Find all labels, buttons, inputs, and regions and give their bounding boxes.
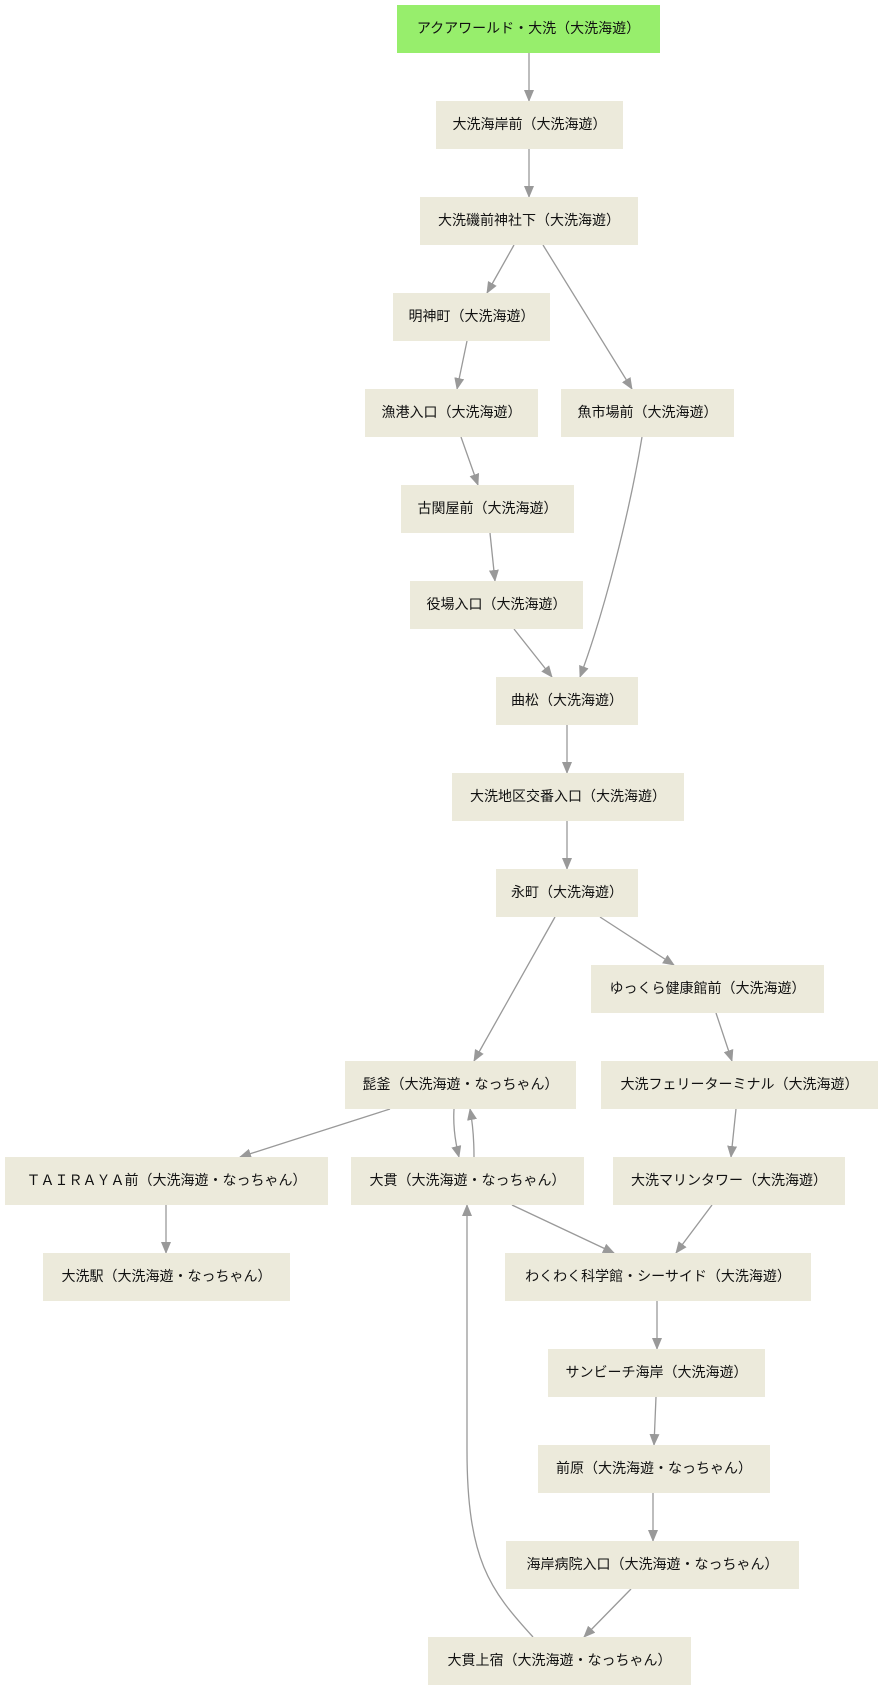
stop-label: 古関屋前（大洗海遊） <box>418 500 558 517</box>
edge-n11-to-n13 <box>473 916 556 1062</box>
edge-n13-to-n16 <box>451 1108 462 1158</box>
stop-node: ゆっくら健康館前（大洗海遊） <box>591 965 824 1013</box>
stop-node-box <box>351 1157 584 1205</box>
stop-node: 海岸病院入口（大洗海遊・なっちゃん） <box>506 1541 799 1589</box>
edge-n23-to-n16 <box>462 1204 534 1638</box>
edge-n14-to-n17 <box>727 1108 738 1158</box>
edge-n17-to-n19 <box>675 1204 713 1254</box>
stop-node: 髭釜（大洗海遊・なっちゃん） <box>345 1061 576 1109</box>
stop-label: 曲松（大洗海遊） <box>511 693 623 709</box>
stop-label: 大洗地区交番入口（大洗海遊） <box>470 788 666 805</box>
stop-node-box <box>591 965 824 1013</box>
edge-n11-to-n12 <box>599 916 675 966</box>
stop-label: 役場入口（大洗海遊） <box>427 597 567 613</box>
stop-node-box <box>506 1541 799 1589</box>
stop-node-box <box>428 1637 691 1685</box>
edge-n7-to-n8 <box>488 532 499 582</box>
stop-node-box <box>505 1253 811 1301</box>
stop-node-box <box>365 389 538 437</box>
edge-n16-to-n13 <box>467 1108 477 1158</box>
stop-node: 曲松（大洗海遊） <box>496 677 638 725</box>
stop-node-box <box>452 773 684 821</box>
stop-node: サンビーチ海岸（大洗海遊） <box>548 1349 765 1397</box>
start-node-box <box>397 5 660 53</box>
stop-node-box <box>5 1157 328 1205</box>
stop-label: ゆっくら健康館前（大洗海遊） <box>610 980 806 997</box>
edge-n6-to-n9 <box>579 436 643 678</box>
stop-label: わくわく科学館・シーサイド（大洗海遊） <box>525 1268 791 1285</box>
stop-node: 大洗海岸前（大洗海遊） <box>436 101 623 149</box>
stop-label: 大洗磯前神社下（大洗海遊） <box>438 212 620 229</box>
edge-n3-to-n6 <box>542 244 633 390</box>
stop-node-box <box>496 677 638 725</box>
stop-node-box <box>401 485 574 533</box>
edge-n16-to-n19 <box>511 1204 615 1254</box>
stop-node: 大洗磯前神社下（大洗海遊） <box>420 197 638 245</box>
stop-node-box <box>345 1061 576 1109</box>
stop-node: 魚市場前（大洗海遊） <box>561 389 734 437</box>
edge-n5-to-n7 <box>460 436 480 486</box>
stop-label: 明神町（大洗海遊） <box>409 309 535 325</box>
stop-label: 大洗駅（大洗海遊・なっちゃん） <box>62 1269 272 1285</box>
stop-label: 漁港入口（大洗海遊） <box>382 405 522 421</box>
stop-node: 大洗マリンタワー（大洗海遊） <box>613 1157 845 1205</box>
stop-label: アクアワールド・大洗（大洗海遊） <box>417 21 640 37</box>
stop-label: 魚市場前（大洗海遊） <box>578 404 718 421</box>
edge-n22-to-n23 <box>583 1588 632 1638</box>
stop-node-box <box>410 581 583 629</box>
stop-label: 海岸病院入口（大洗海遊・なっちゃん） <box>527 1557 779 1573</box>
stop-node: 漁港入口（大洗海遊） <box>365 389 538 437</box>
edge-n8-to-n9 <box>513 628 553 678</box>
edge-n20-to-n21 <box>649 1396 660 1446</box>
stop-node: 役場入口（大洗海遊） <box>410 581 583 629</box>
stop-node-box <box>436 101 623 149</box>
stop-node: 明神町（大洗海遊） <box>393 293 550 341</box>
edge-layer <box>161 53 738 1638</box>
stop-node: アクアワールド・大洗（大洗海遊） <box>397 5 660 53</box>
node-layer: アクアワールド・大洗（大洗海遊） 大洗海岸前（大洗海遊） 大洗磯前神社下（大洗海遊）… <box>5 5 878 1685</box>
stop-node: 前原（大洗海遊・なっちゃん） <box>538 1445 770 1493</box>
stop-node: 永町（大洗海遊） <box>496 869 638 917</box>
stop-node: 大貫上宿（大洗海遊・なっちゃん） <box>428 1637 691 1685</box>
stop-label: 大洗海岸前（大洗海遊） <box>453 116 607 133</box>
stop-label: サンビーチ海岸（大洗海遊） <box>566 1365 748 1381</box>
stop-node: 大洗フェリーターミナル（大洗海遊） <box>601 1061 878 1109</box>
stop-label: 髭釜（大洗海遊・なっちゃん） <box>363 1077 559 1093</box>
stop-label: 大貫上宿（大洗海遊・なっちゃん） <box>448 1652 672 1669</box>
stop-node: 大洗地区交番入口（大洗海遊） <box>452 773 684 821</box>
stop-label: 大洗マリンタワー（大洗海遊） <box>631 1173 827 1189</box>
stop-label: 前原（大洗海遊・なっちゃん） <box>556 1460 752 1477</box>
stop-node-box <box>496 869 638 917</box>
edge-n13-to-n15 <box>239 1108 391 1159</box>
stop-node: 大貫（大洗海遊・なっちゃん） <box>351 1157 584 1205</box>
stop-label: ＴＡＩＲＡＹＡ前（大洗海遊・なっちゃん） <box>27 1172 307 1189</box>
stop-node-box <box>613 1157 845 1205</box>
stop-node: わくわく科学館・シーサイド（大洗海遊） <box>505 1253 811 1301</box>
stop-node-box <box>393 293 550 341</box>
edge-n4-to-n5 <box>454 340 468 390</box>
stop-node-box <box>420 197 638 245</box>
stop-node: ＴＡＩＲＡＹＡ前（大洗海遊・なっちゃん） <box>5 1157 328 1205</box>
stop-node-box <box>538 1445 770 1493</box>
stop-node-box <box>43 1253 290 1301</box>
stop-node: 大洗駅（大洗海遊・なっちゃん） <box>43 1253 290 1301</box>
stop-label: 大貫（大洗海遊・なっちゃん） <box>370 1173 566 1189</box>
edge-n3-to-n4 <box>486 244 515 294</box>
stop-node-box <box>561 389 734 437</box>
edge-n12-to-n14 <box>715 1012 734 1062</box>
stop-node-box <box>548 1349 765 1397</box>
stop-node-box <box>601 1061 878 1109</box>
stop-label: 大洗フェリーターミナル（大洗海遊） <box>621 1077 859 1093</box>
stop-node: 古関屋前（大洗海遊） <box>401 485 574 533</box>
stop-label: 永町（大洗海遊） <box>511 885 623 901</box>
